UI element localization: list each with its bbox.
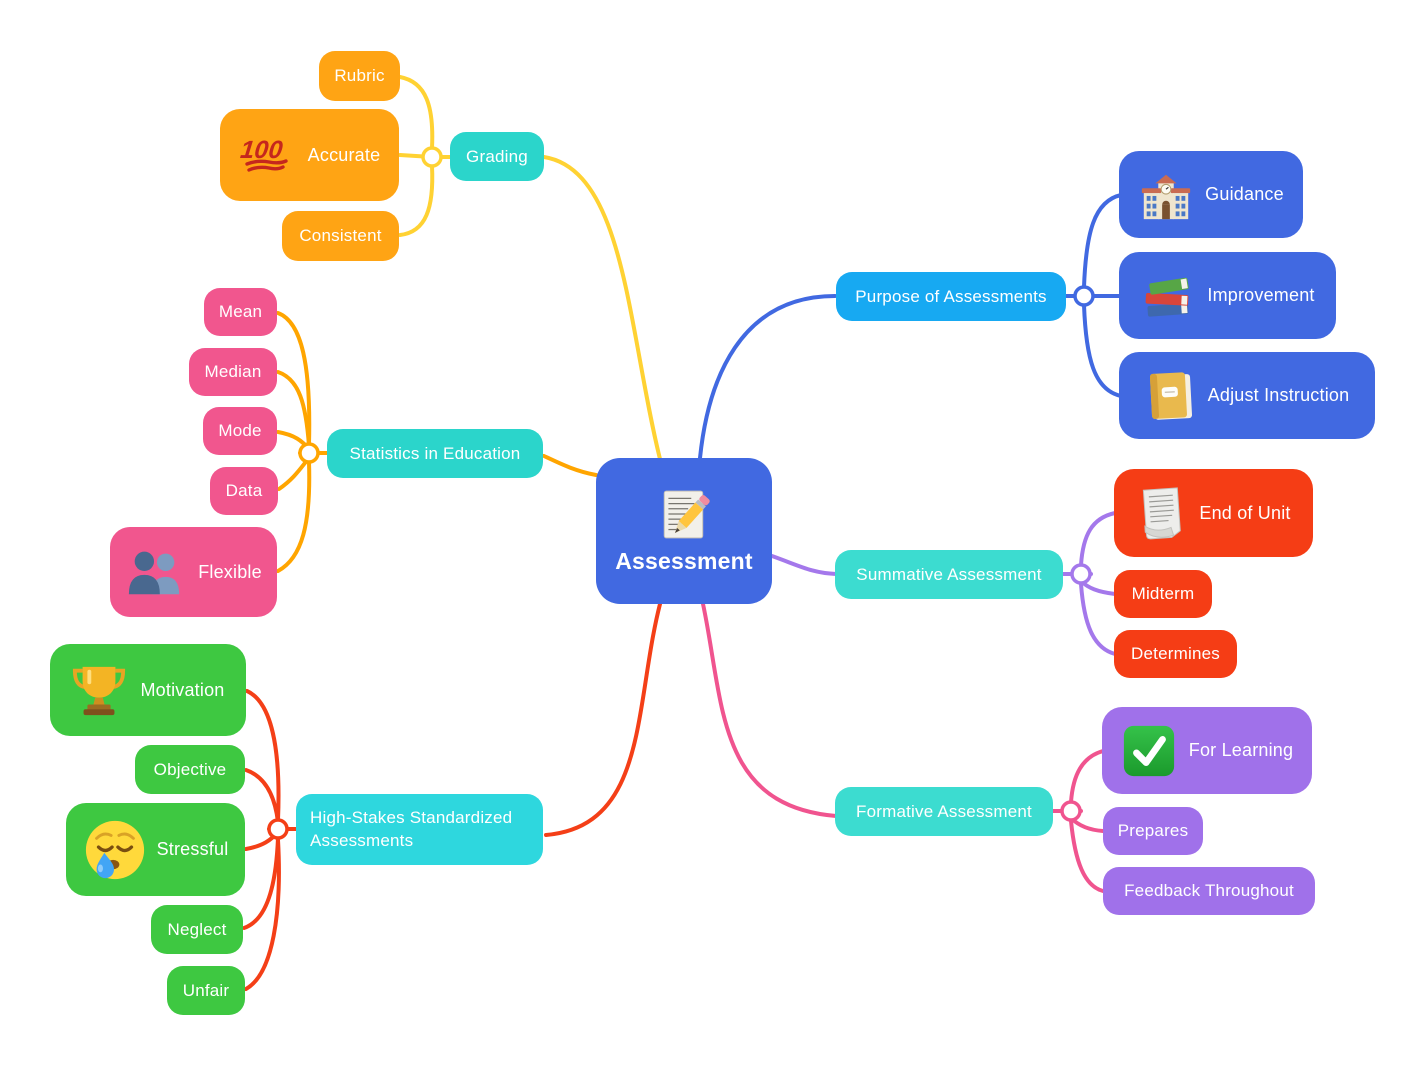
busts-in-silhouette-icon <box>125 549 185 595</box>
node-label: End of Unit <box>1199 502 1291 523</box>
node-label: Guidance <box>1205 184 1284 204</box>
node-label: Objective <box>153 759 227 779</box>
node-statistics-in-education[interactable]: Statistics in Education <box>327 429 543 478</box>
sleepy-face-icon <box>83 818 147 882</box>
edge-center-grading <box>542 155 662 461</box>
page-with-curl-icon <box>1136 484 1188 542</box>
edge-center-formative <box>701 602 838 818</box>
node-determines[interactable]: Determines <box>1114 630 1237 678</box>
check-mark-button-icon <box>1121 723 1177 779</box>
node-stressful[interactable]: Stressful <box>66 803 245 896</box>
node-adjust-instruction[interactable]: Adjust Instruction <box>1119 352 1375 439</box>
node-label: Mean <box>218 302 263 321</box>
node-label: Assessment <box>615 547 753 574</box>
node-label: Midterm <box>1131 584 1195 603</box>
node-guidance[interactable]: Guidance <box>1119 151 1303 238</box>
node-for-learning[interactable]: For Learning <box>1102 707 1312 794</box>
node-label: High-Stakes Standardized Assessments <box>310 807 513 850</box>
collapse-toggle-statistics[interactable] <box>298 442 320 464</box>
node-label: Data <box>225 481 263 500</box>
node-label: Mode <box>218 421 262 440</box>
school-icon <box>1138 170 1194 220</box>
edge-highstakes-objective <box>244 768 280 824</box>
node-label: For Learning <box>1188 740 1294 760</box>
edge-center-summative <box>770 554 838 576</box>
collapse-toggle-highstakes[interactable] <box>267 818 289 840</box>
node-purpose-of-assessments[interactable]: Purpose of Assessments <box>836 272 1066 321</box>
node-mean[interactable]: Mean <box>204 288 277 336</box>
node-midterm[interactable]: Midterm <box>1114 570 1212 618</box>
node-label: Grading <box>466 146 528 166</box>
edge-grading-rubric <box>398 75 435 150</box>
node-data[interactable]: Data <box>210 467 278 515</box>
node-label: Neglect <box>167 919 227 939</box>
node-improvement[interactable]: Improvement <box>1119 252 1336 339</box>
svg-text:100: 100 <box>239 136 284 164</box>
node-formative-assessment[interactable]: Formative Assessment <box>835 787 1053 836</box>
collapse-toggle-purpose[interactable] <box>1073 285 1095 307</box>
node-label: Rubric <box>334 66 385 85</box>
edge-statistics-median <box>276 370 311 448</box>
node-label: Determines <box>1131 644 1220 663</box>
collapse-toggle-formative[interactable] <box>1060 800 1082 822</box>
collapse-toggle-grading[interactable] <box>421 146 443 168</box>
node-end-of-unit[interactable]: End of Unit <box>1114 469 1313 557</box>
node-mode[interactable]: Mode <box>203 407 277 455</box>
node-assessment[interactable]: Assessment <box>596 458 772 604</box>
edge-highstakes-unfair <box>244 838 281 991</box>
node-label: Statistics in Education <box>349 443 521 463</box>
edge-statistics-flexible <box>276 460 312 573</box>
edge-formative-forlearning <box>1069 749 1105 804</box>
edge-purpose-adjust <box>1082 303 1123 398</box>
collapse-toggle-summative[interactable] <box>1070 563 1092 585</box>
node-flexible[interactable]: Flexible <box>110 527 277 617</box>
edge-summative-endofunit <box>1079 511 1117 567</box>
edge-summative-determines <box>1079 582 1117 656</box>
node-accurate[interactable]: 100 Accurate <box>220 109 399 201</box>
edge-center-statistics <box>542 454 598 477</box>
edge-statistics-mean <box>276 311 312 446</box>
hundred-points-icon: 100 <box>239 135 295 175</box>
node-label: Summative Assessment <box>856 564 1042 584</box>
node-rubric[interactable]: Rubric <box>319 51 400 101</box>
trophy-icon <box>71 663 127 717</box>
node-label: Prepares <box>1117 821 1189 840</box>
node-grading[interactable]: Grading <box>450 132 544 181</box>
edge-highstakes-neglect <box>242 836 280 930</box>
node-feedback-throughout[interactable]: Feedback Throughout <box>1103 867 1315 915</box>
node-label: Stressful <box>156 839 229 859</box>
node-label: Consistent <box>299 226 382 245</box>
node-label: Motivation <box>140 679 225 700</box>
node-label: Formative Assessment <box>856 801 1032 821</box>
node-label: Feedback Throughout <box>1124 881 1294 900</box>
books-icon <box>1140 271 1196 321</box>
edge-center-highstakes <box>544 602 662 837</box>
node-objective[interactable]: Objective <box>135 745 245 794</box>
node-label: Purpose of Assessments <box>855 286 1047 306</box>
node-neglect[interactable]: Neglect <box>151 905 243 954</box>
edge-center-purpose <box>698 294 837 460</box>
node-label: Unfair <box>182 980 230 1000</box>
node-motivation[interactable]: Motivation <box>50 644 246 736</box>
node-summative-assessment[interactable]: Summative Assessment <box>835 550 1063 599</box>
node-median[interactable]: Median <box>189 348 277 396</box>
node-prepares[interactable]: Prepares <box>1103 807 1203 855</box>
edge-highstakes-motivation <box>245 689 281 822</box>
memo-icon <box>657 488 711 542</box>
node-label: Adjust Instruction <box>1207 385 1350 405</box>
node-high-stakes-standardized-assessments[interactable]: High-Stakes Standardized Assessments <box>296 794 543 865</box>
edge-grading-consistent <box>398 164 435 237</box>
notebook-icon <box>1145 370 1197 422</box>
edge-formative-feedback <box>1069 819 1105 893</box>
node-consistent[interactable]: Consistent <box>282 211 399 261</box>
node-label: Flexible <box>198 561 262 582</box>
node-label: Improvement <box>1207 285 1315 305</box>
node-label: Accurate <box>307 144 381 165</box>
edge-purpose-guidance <box>1082 193 1123 289</box>
node-label: Median <box>204 362 262 381</box>
node-unfair[interactable]: Unfair <box>167 966 245 1015</box>
